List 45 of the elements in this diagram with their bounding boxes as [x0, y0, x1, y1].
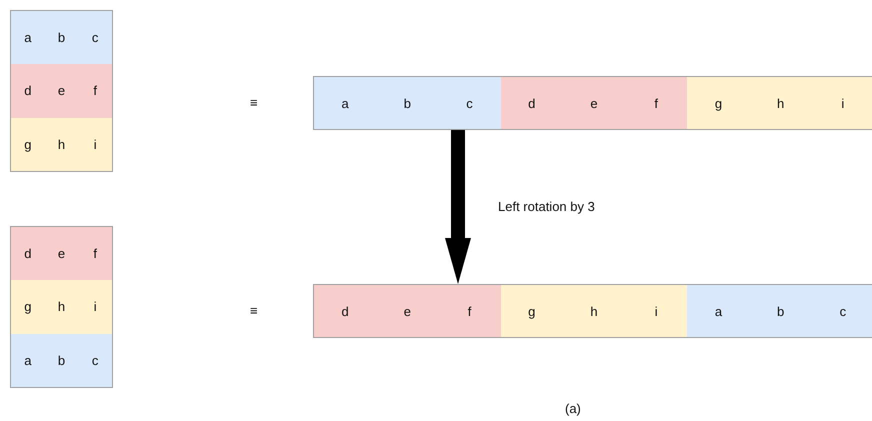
equivalence-sign: ≡ — [250, 95, 258, 110]
array-cell: i — [78, 280, 112, 334]
array-cell: d — [314, 285, 376, 337]
array-cell: e — [562, 77, 626, 129]
array-cell: d — [500, 77, 563, 129]
edge-label: Left rotation by 3 — [498, 199, 595, 214]
array-cell: i — [78, 118, 112, 171]
array-cell: c — [812, 285, 872, 337]
array-cell: a — [687, 285, 750, 337]
matrix-grid — [10, 10, 113, 172]
array-cell: f — [78, 64, 112, 118]
array-cell: h — [44, 280, 78, 334]
array-cell: i — [812, 77, 872, 129]
array-cell: b — [44, 11, 78, 64]
array-cell: a — [314, 77, 376, 129]
matrix-grid — [10, 226, 113, 388]
array-cell: a — [11, 11, 45, 64]
array-cell: h — [750, 77, 812, 129]
array-cell: b — [44, 334, 78, 387]
array-strip — [313, 284, 872, 338]
equivalence-sign: ≡ — [250, 303, 258, 318]
array-cell: g — [11, 280, 45, 334]
array-cell: c — [438, 77, 501, 129]
array-cell: e — [44, 227, 78, 280]
array-cell: d — [11, 227, 45, 280]
array-cell: h — [562, 285, 626, 337]
array-cell: h — [44, 118, 78, 171]
array-cell: f — [438, 285, 501, 337]
array-cell: e — [376, 285, 438, 337]
array-cell: g — [687, 77, 750, 129]
array-cell: a — [11, 334, 45, 387]
array-cell: f — [625, 77, 688, 129]
array-cell: e — [44, 64, 78, 118]
array-cell: g — [500, 285, 563, 337]
down-arrow — [445, 130, 471, 284]
array-cell: c — [78, 334, 112, 387]
array-strip — [313, 76, 872, 130]
array-cell: c — [78, 11, 112, 64]
array-cell: d — [11, 64, 45, 118]
figure-label: (a) — [565, 401, 581, 416]
array-cell: g — [11, 118, 45, 171]
array-cell: i — [625, 285, 688, 337]
array-cell: b — [376, 77, 438, 129]
array-cell: b — [750, 285, 812, 337]
array-cell: f — [78, 227, 112, 280]
